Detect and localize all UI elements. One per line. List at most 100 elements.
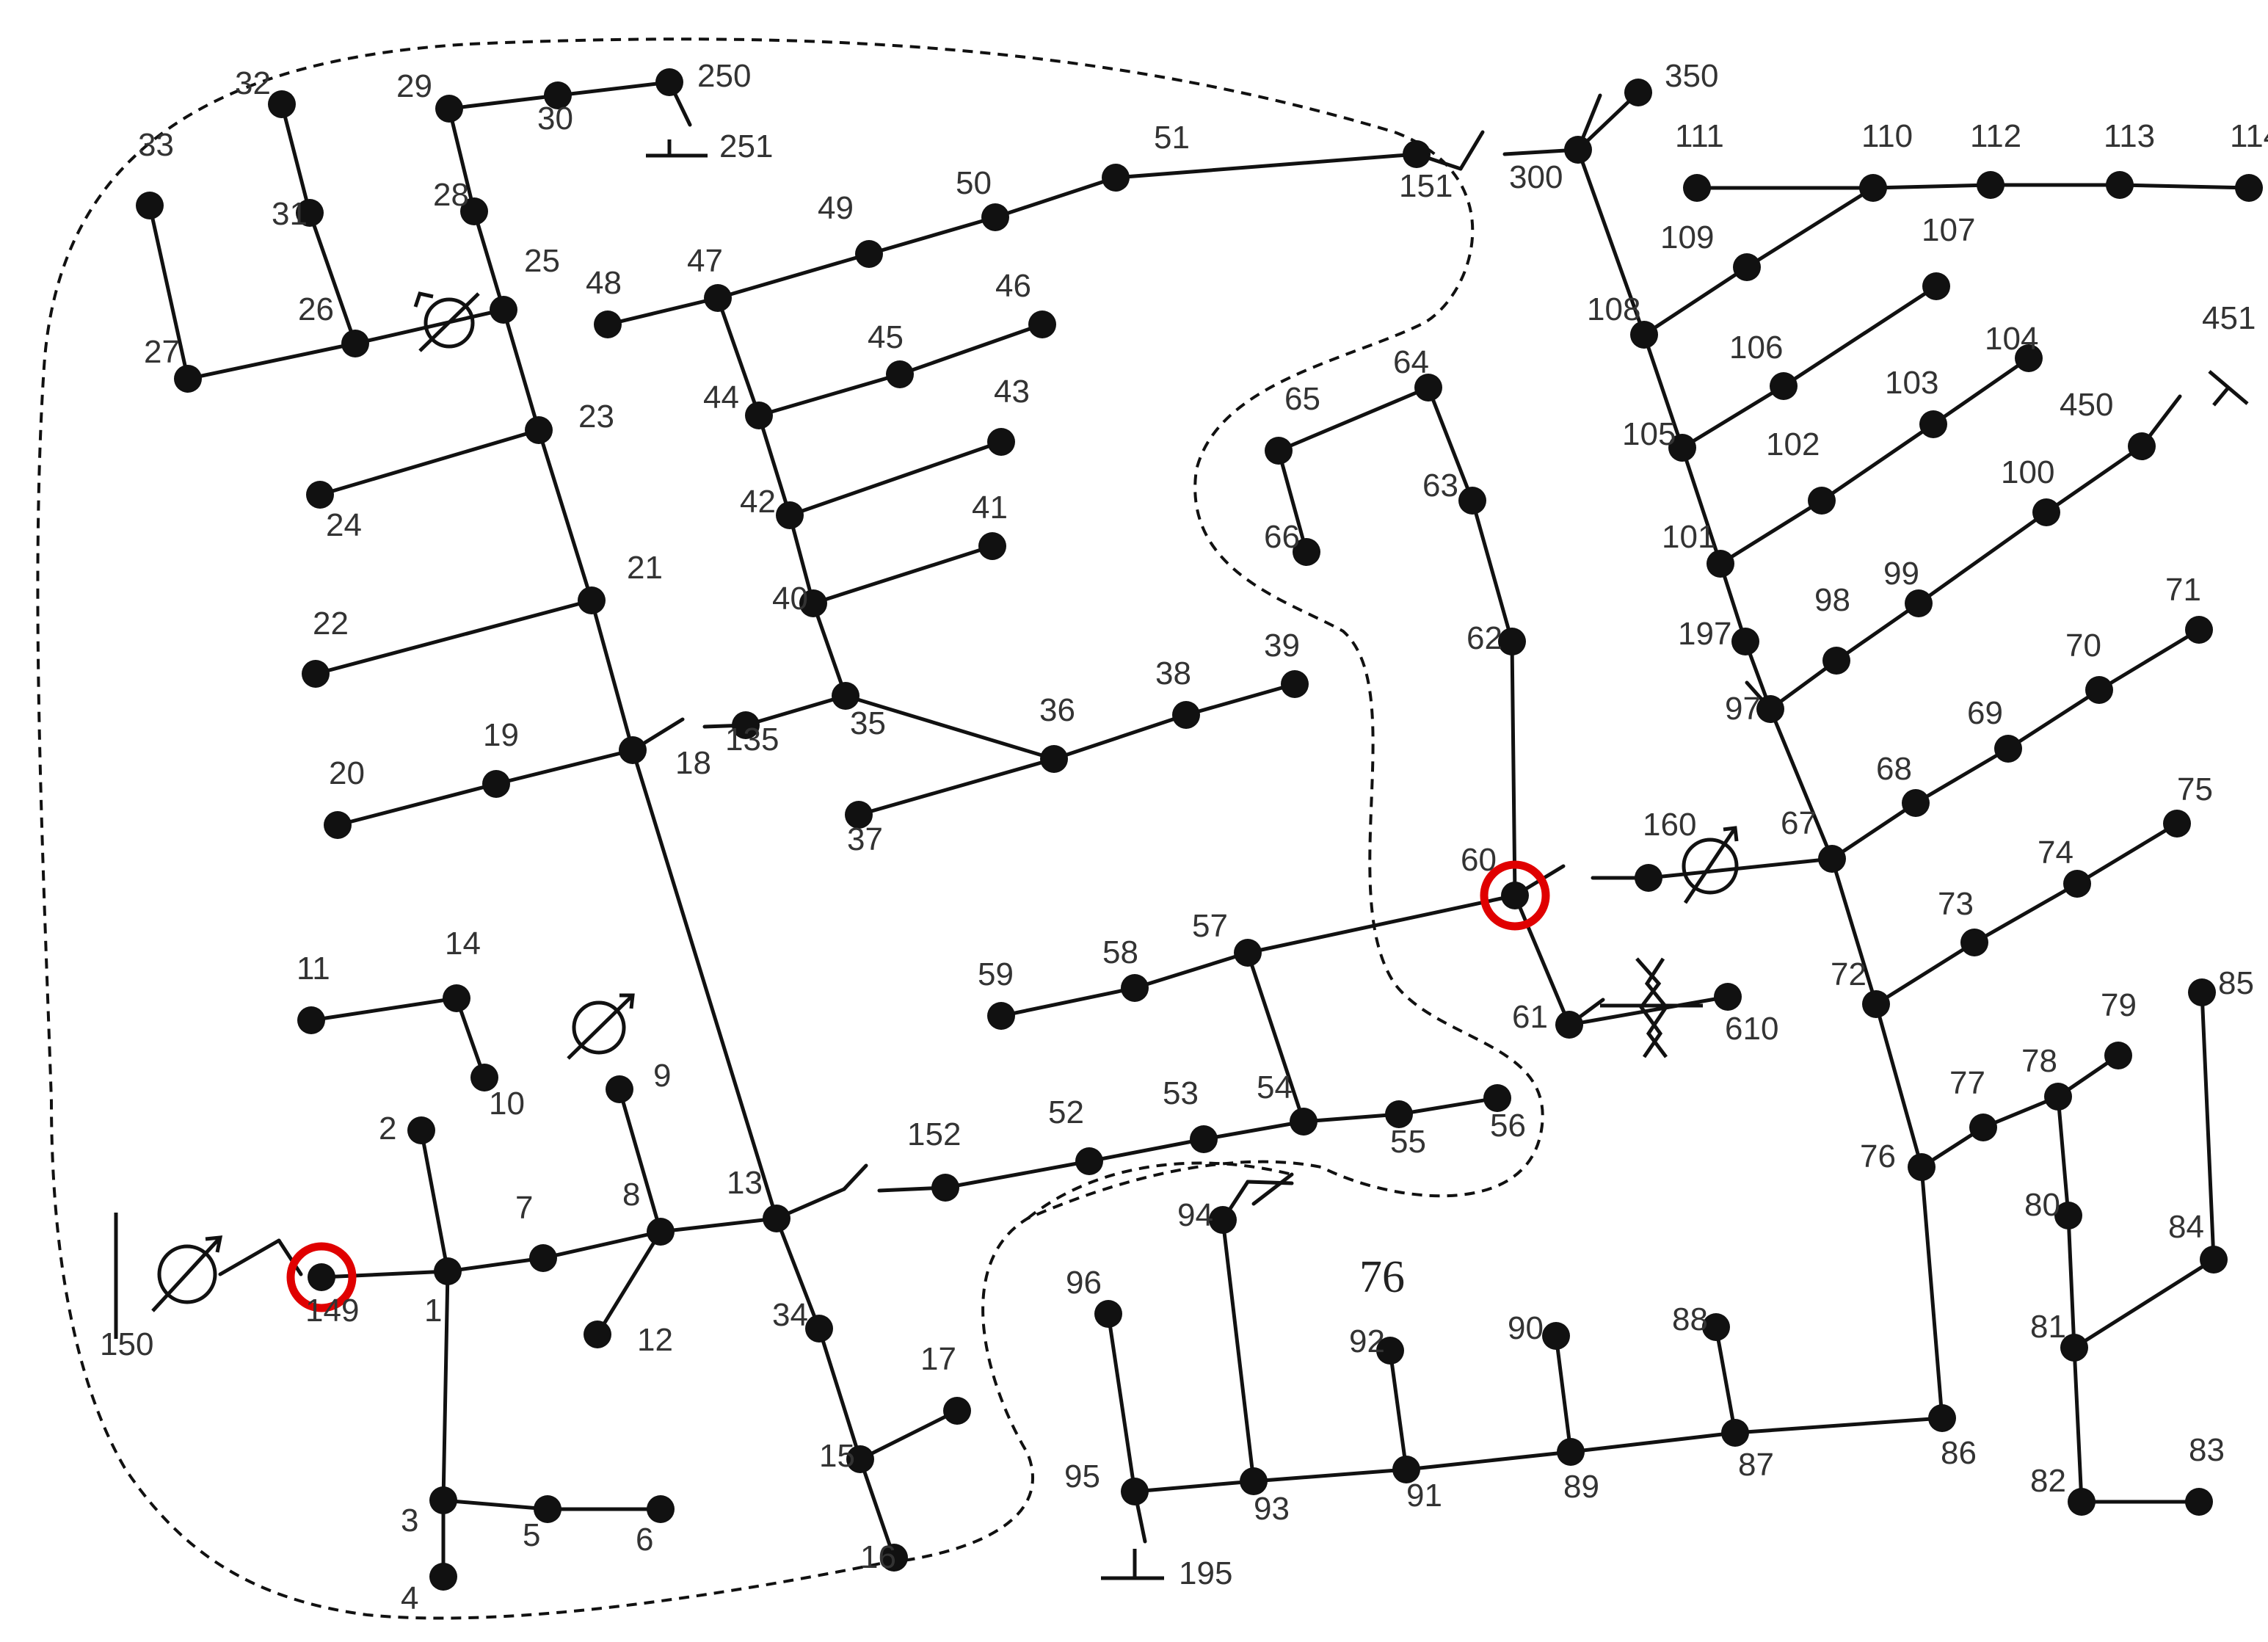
feeder-line-74-75 — [2075, 821, 2179, 886]
feeder-line-1-3 — [441, 1269, 450, 1503]
bus-node-74 — [2063, 870, 2091, 898]
bus-node-106 — [1770, 372, 1798, 400]
ground-terminal-icon — [646, 139, 708, 158]
feeder-line-21-22 — [313, 598, 594, 676]
feeder-line-8-13 — [658, 1216, 779, 1234]
regulator-icon — [151, 1235, 223, 1312]
feeder-line-110-112 — [1871, 183, 1993, 190]
bus-label-89: 89 — [1563, 1469, 1599, 1505]
feeder-line-18-19 — [494, 748, 635, 786]
bus-node-1 — [434, 1257, 462, 1285]
bus-node-81 — [2060, 1334, 2088, 1362]
bus-node-19 — [482, 770, 510, 798]
bus-label-101: 101 — [1662, 519, 1715, 555]
feeder-line-101-102 — [1718, 498, 1824, 566]
bus-label-35: 35 — [850, 705, 886, 741]
feeder-line-54-55 — [1301, 1112, 1401, 1124]
bus-label-450: 450 — [2060, 387, 2113, 423]
bus-node-152 — [931, 1174, 959, 1202]
feeder-line-11-14 — [309, 996, 459, 1022]
bus-node-11 — [297, 1006, 325, 1034]
feeder-line-58-59 — [999, 986, 1137, 1018]
bus-label-42: 42 — [740, 484, 776, 520]
bus-node-2 — [407, 1116, 435, 1144]
feeder-line-8-9 — [617, 1087, 663, 1234]
bus-label-72: 72 — [1831, 956, 1867, 992]
feeder-line-106-107 — [1781, 284, 1938, 388]
feeder-line-73-74 — [1972, 882, 2079, 945]
bus-node-78 — [2044, 1083, 2072, 1111]
bus-label-79: 79 — [2101, 987, 2137, 1023]
feeder-line-100-450 — [2044, 444, 2144, 515]
bus-label-51: 51 — [1154, 120, 1190, 156]
bus-node-114 — [2235, 174, 2263, 202]
bus-node-83 — [2185, 1488, 2213, 1516]
feeder-line-61-610 — [1567, 995, 1730, 1027]
feeder-line-26-31 — [308, 211, 357, 346]
bus-node-61 — [1555, 1011, 1583, 1039]
feeder-line-68-69 — [1913, 746, 2010, 805]
bus-node-109 — [1733, 253, 1761, 281]
bus-node-107 — [1922, 272, 1950, 300]
bus-node-149 — [308, 1263, 335, 1291]
bus-label-610: 610 — [1725, 1011, 1778, 1047]
feeder-line-53-54 — [1202, 1119, 1306, 1141]
bus-label-65: 65 — [1284, 381, 1320, 417]
feeder-line-36-38 — [1052, 713, 1188, 761]
feeder-line-7-8 — [541, 1229, 663, 1260]
bus-label-56: 56 — [1490, 1108, 1526, 1144]
feeder-line-18-21 — [589, 598, 635, 752]
bus-label-195: 195 — [1179, 1555, 1232, 1591]
bus-label-12: 12 — [637, 1322, 673, 1358]
feeder-line-81-84 — [2072, 1257, 2216, 1350]
bus-label-97: 97 — [1725, 691, 1761, 727]
bus-node-7 — [529, 1244, 557, 1272]
bus-label-160: 160 — [1643, 807, 1696, 843]
bus-label-83: 83 — [2189, 1432, 2225, 1468]
bus-node-26 — [341, 330, 369, 357]
bus-label-67: 67 — [1781, 805, 1817, 841]
feeder-line-101-105 — [1680, 446, 1723, 566]
feeder-line-89-90 — [1554, 1334, 1573, 1454]
bus-label-46: 46 — [995, 268, 1031, 304]
bus-label-32: 32 — [235, 65, 271, 101]
bus-label-61: 61 — [1512, 999, 1548, 1035]
switch-stub-0 — [218, 1238, 281, 1276]
bus-label-84: 84 — [2168, 1209, 2204, 1245]
feeder-line-19-20 — [335, 782, 498, 827]
bus-node-42 — [776, 501, 804, 529]
feeder-line-102-103 — [1820, 422, 1936, 503]
bus-node-77 — [1969, 1114, 1997, 1141]
regulator-icon — [567, 993, 635, 1060]
feeder-line-149-1 — [319, 1269, 450, 1279]
feeder-line-21-23 — [537, 428, 594, 603]
bus-label-75: 75 — [2177, 771, 2213, 807]
bus-label-94: 94 — [1177, 1197, 1213, 1233]
bus-label-86: 86 — [1941, 1435, 1977, 1471]
bus-label-41: 41 — [972, 490, 1008, 526]
feeder-line-3-5 — [441, 1498, 550, 1511]
bus-node-102 — [1808, 487, 1836, 515]
switch-stub-3 — [842, 1163, 868, 1191]
bus-label-26: 26 — [298, 291, 334, 327]
bus-label-64: 64 — [1393, 344, 1429, 380]
bus-label-57: 57 — [1192, 908, 1228, 944]
bus-node-103 — [1919, 410, 1947, 438]
bus-node-10 — [470, 1064, 498, 1091]
bus-node-67 — [1818, 845, 1846, 873]
feeder-line-72-73 — [1874, 940, 1977, 1006]
bus-label-27: 27 — [144, 334, 180, 370]
bus-node-5 — [534, 1495, 561, 1523]
bus-label-113: 113 — [2104, 118, 2155, 154]
bus-node-46 — [1028, 310, 1056, 338]
bus-node-88 — [1702, 1313, 1730, 1341]
bus-label-30: 30 — [537, 101, 573, 137]
bus-node-21 — [578, 586, 606, 614]
bus-node-72 — [1862, 990, 1890, 1018]
bus-label-15: 15 — [819, 1438, 855, 1474]
bus-node-16 — [880, 1544, 908, 1572]
feeder-line-57-58 — [1133, 951, 1250, 990]
bus-node-38 — [1172, 701, 1200, 729]
bus-node-20 — [324, 811, 352, 839]
bus-label-80: 80 — [2024, 1187, 2060, 1223]
